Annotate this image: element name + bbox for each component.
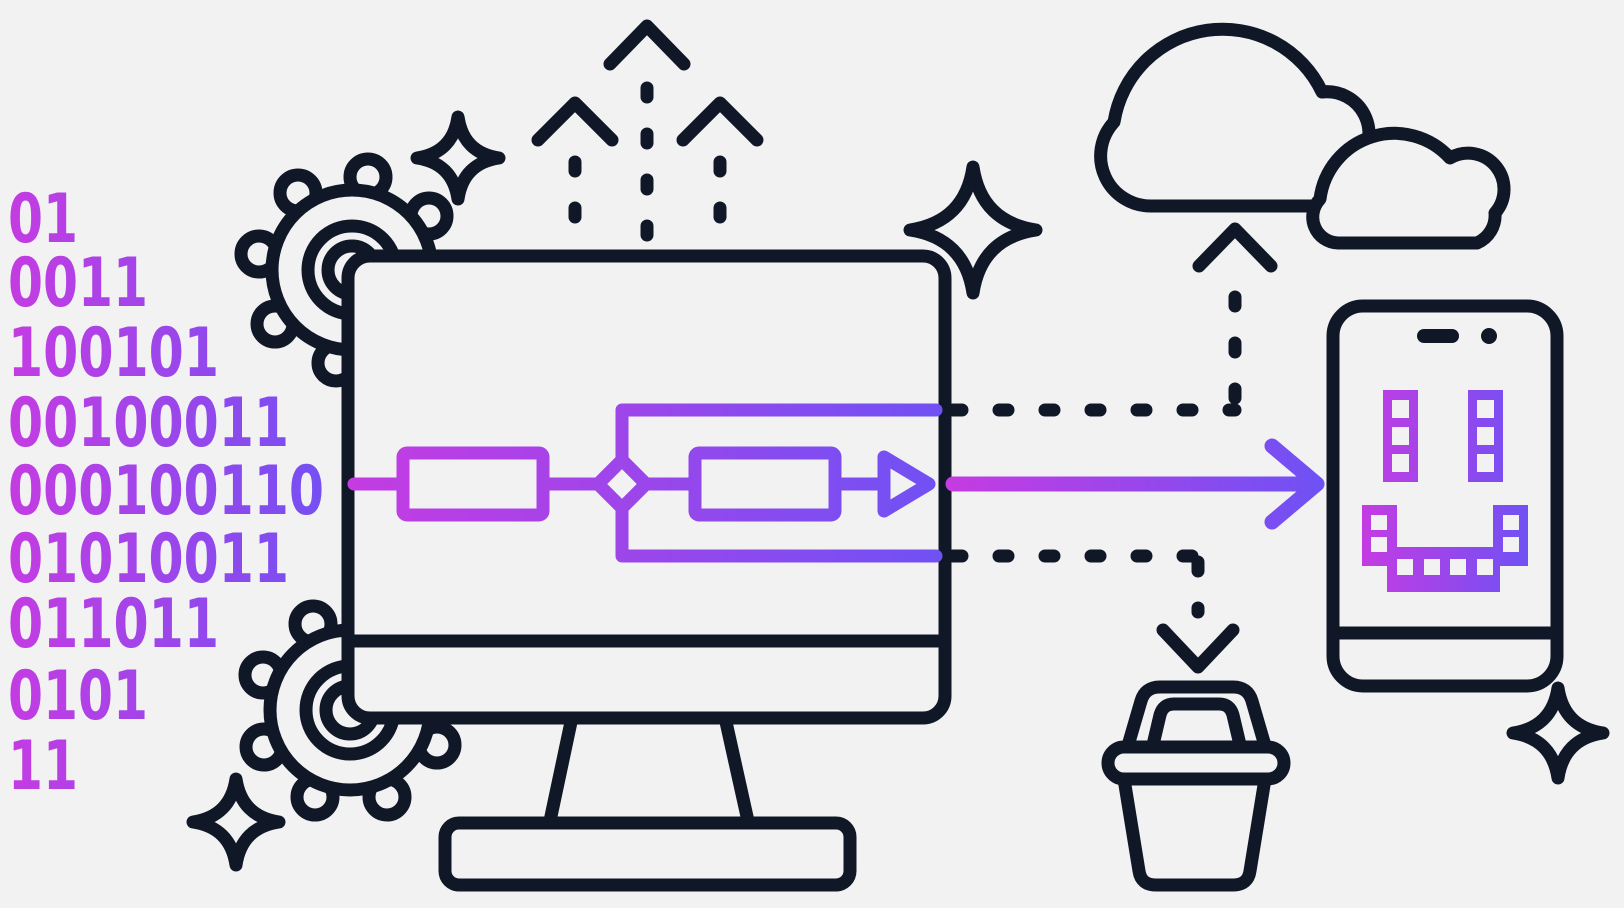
binary-row: 011011 [8,585,219,664]
trash-handle-inner [1145,697,1248,756]
cloud-small [1306,126,1511,250]
binary-row: 00100011 [8,384,289,463]
binary-row: 0101 [8,657,148,736]
trash-body [1117,772,1272,892]
upload-arrows-icon [531,19,764,259]
flowchart [347,403,943,563]
binary-row: 100101 [8,314,219,393]
sparkle-bottom-left-icon [186,772,286,872]
phone-speaker [1417,329,1459,343]
smartphone-icon [1326,299,1564,693]
flowchart-branch-top [615,403,943,465]
trash-can-icon [1101,680,1291,892]
binary-row: 000100110 [8,452,324,531]
monitor-stand-left [543,715,578,828]
smiley-mouth [1362,505,1528,592]
binary-code-column: 01 0011 100101 00100011 000100110 010100… [8,180,324,806]
cloud-icon [1094,22,1511,250]
trash-handle-outer [1120,680,1273,756]
flowchart-decision-node [591,453,653,515]
pixel-smiley-face [1362,390,1528,592]
monitor-icon [341,249,952,892]
monitor-stand-base [438,816,857,892]
sparkles [186,110,1610,872]
flowchart-play-node [877,450,936,518]
trash-dashed-arrow [946,549,1240,674]
sparkle-center-icon [903,160,1043,300]
binary-row: 0011 [8,244,148,323]
monitor-stand-right [719,715,755,828]
sparkle-bottom-right-icon [1506,681,1610,785]
output-arrow [945,438,1325,530]
trash-lid [1101,740,1291,786]
sparkle-top-left-icon [410,110,506,206]
phone-camera-dot [1481,328,1497,344]
flowchart-branch-bottom [615,503,943,563]
cloud-upload-dashed-arrow [946,222,1278,417]
binary-row: 01 [8,180,78,259]
binary-row: 11 [8,727,78,806]
binary-row: 01010011 [8,520,289,599]
